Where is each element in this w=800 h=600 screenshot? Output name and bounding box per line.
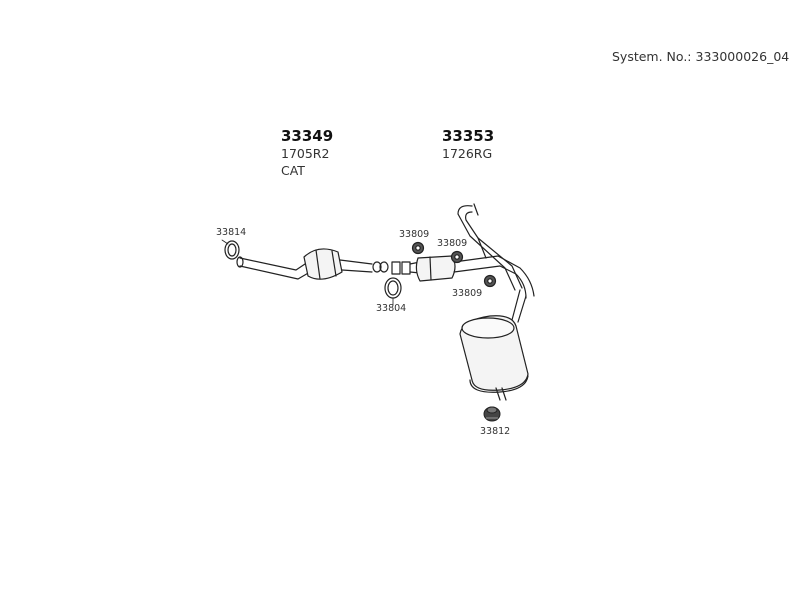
system-number: System. No.: 333000026_04 xyxy=(612,49,790,64)
rear-silencer xyxy=(459,315,529,401)
part-ref-1726RG: 1726RG xyxy=(442,146,493,161)
part-number-33349: 33349 xyxy=(281,127,334,145)
clamp-33804 xyxy=(384,277,402,306)
part-ref-1705R2: 1705R2 xyxy=(281,146,330,161)
callout-33809-low: 33809 xyxy=(452,288,483,299)
part-note-cat: CAT xyxy=(281,163,305,178)
rubber-mount-33812 xyxy=(483,406,501,422)
hanger-33809-top xyxy=(411,241,425,255)
callout-33814: 33814 xyxy=(216,227,247,238)
callout-33812: 33812 xyxy=(480,426,511,437)
callout-33809-mid: 33809 xyxy=(437,238,468,249)
callout-33804: 33804 xyxy=(376,303,407,314)
gasket-ring-33814 xyxy=(221,239,240,260)
front-pipe-catalytic-converter xyxy=(236,248,389,280)
part-number-33353: 33353 xyxy=(442,127,495,145)
connecting-pipes xyxy=(457,203,535,323)
hanger-33809-mid xyxy=(450,250,464,264)
hanger-33809-low xyxy=(483,274,497,288)
middle-silencer-33353 xyxy=(391,255,501,282)
callout-33809-top: 33809 xyxy=(399,229,430,240)
